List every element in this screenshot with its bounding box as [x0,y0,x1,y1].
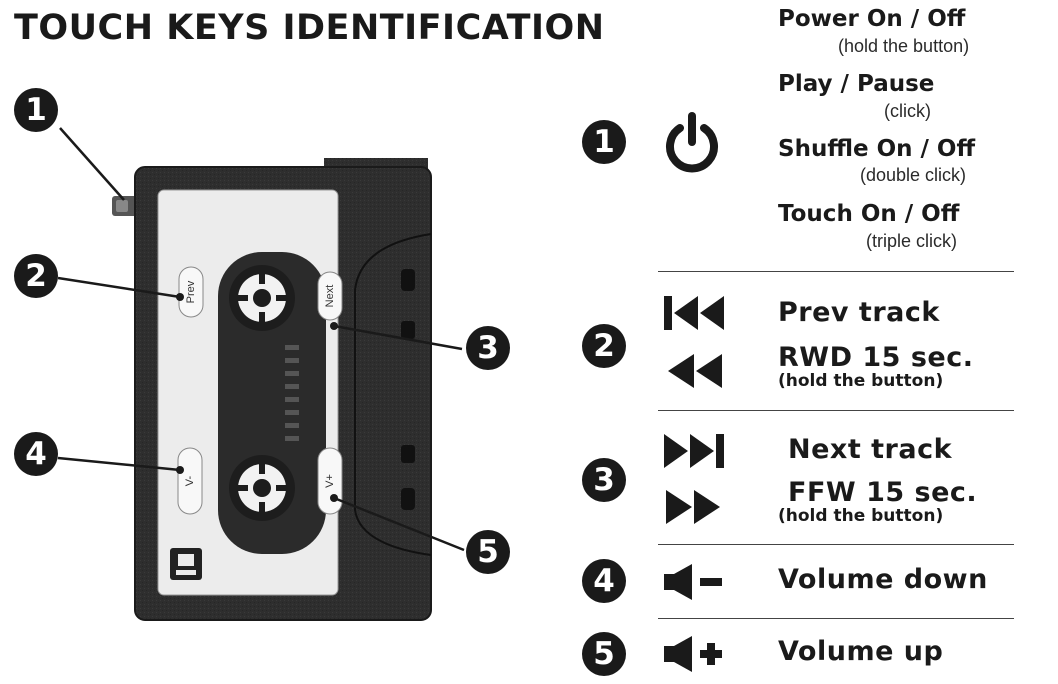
shuffle-note: (double click) [860,165,967,185]
ffw-note: (hold the button) [778,506,944,526]
page-title: TOUCH KEYS IDENTIFICATION [14,8,605,48]
callout-2: 2 [14,254,58,298]
next-key: Next [317,271,343,321]
previous-track-icon [664,296,724,330]
volume-up-label: Volume up [778,636,944,667]
fast-forward-icon [666,490,720,524]
callout-3: 3 [466,326,510,370]
brand-logo [170,548,202,580]
volume-up-key: V+ [317,447,343,515]
rwd-note: (hold the button) [778,371,944,391]
rewind-icon [668,354,722,388]
legend-number-2: 2 [582,324,626,368]
prev-key: Prev [178,266,204,318]
rwd-label: RWD 15 sec. [778,342,974,373]
divider-1 [658,271,1014,272]
legend-number-3: 3 [582,458,626,502]
volume-up-icon [664,636,722,672]
next-track-label: Next track [788,434,953,465]
prev-key-label: Prev [185,280,197,303]
shuffle-label: Shuffle On / Off [778,136,976,162]
touch-note: (triple click) [866,231,958,251]
callout-5: 5 [466,530,510,574]
legend-number-1: 1 [582,120,626,164]
play-pause-note: (click) [884,101,931,121]
prev-track-label: Prev track [778,297,940,328]
play-pause-label: Play / Pause [778,71,935,97]
power-icon [666,112,718,173]
power-note: (hold the button) [838,36,970,56]
legend-number-4: 4 [582,559,626,603]
divider-2 [658,410,1014,411]
legend-number-5: 5 [582,632,626,676]
callout-4: 4 [14,432,58,476]
vminus-key-label: V- [184,475,196,486]
vplus-key-label: V+ [324,474,336,488]
next-track-icon [664,434,724,468]
divider-4 [658,618,1014,619]
power-label: Power On / Off [778,6,966,32]
callout-1: 1 [14,88,58,132]
cassette-diagram: Prev Next V- V+ [57,127,465,621]
ffw-label: FFW 15 sec. [788,477,978,508]
next-key-label: Next [324,285,336,308]
tape-window [218,252,326,554]
touch-label: Touch On / Off [778,201,960,227]
divider-3 [658,544,1014,545]
volume-down-icon [664,564,722,600]
volume-down-key: V- [177,447,203,515]
volume-down-label: Volume down [778,564,988,595]
